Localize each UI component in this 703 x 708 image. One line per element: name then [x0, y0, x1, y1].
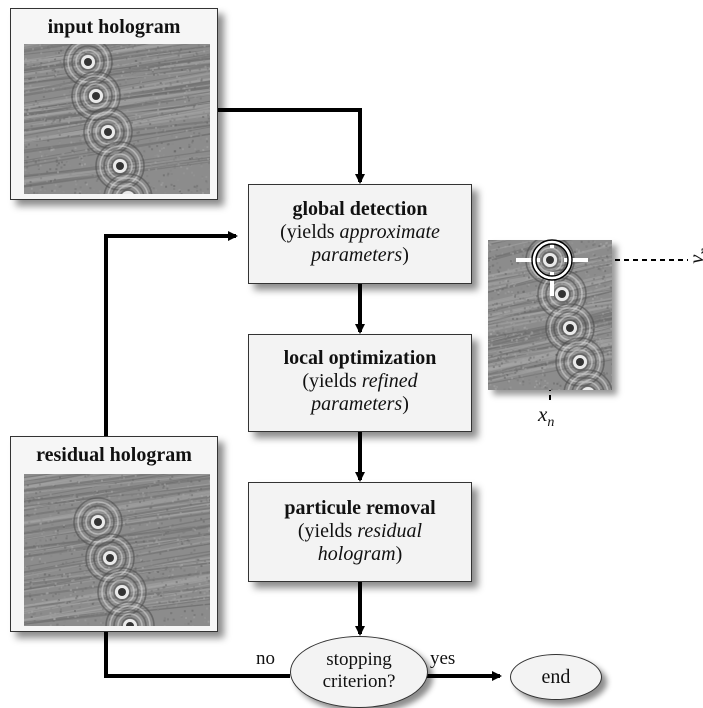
yes-label: yes [430, 648, 456, 669]
detected-particle-render [488, 240, 612, 390]
y-coordinate-label: yn [684, 248, 703, 264]
residual-hologram-title: residual hologram [36, 444, 192, 466]
global-detection-line2-emph: parameters [311, 244, 403, 266]
x-coordinate-label: xn [538, 402, 554, 431]
input-hologram-render [24, 44, 210, 194]
x-coordinate-sub: n [547, 415, 555, 431]
global-detection-line2-text: ) [402, 244, 409, 266]
global-detection-line1: (yields approximate [249, 221, 471, 244]
global-detection-line1-text: (yields [280, 221, 340, 243]
end-label: end [541, 666, 571, 688]
local-optimization-line2-text: ) [402, 393, 409, 415]
global-detection-line2: parameters) [249, 244, 471, 267]
particle-removal-line1-emph: residual [357, 520, 423, 542]
no-label: no [256, 648, 275, 669]
particle-removal-line1-text: (yields [297, 520, 358, 542]
particle-removal-line2-emph: hologram [317, 543, 396, 565]
particle-removal-line1: (yields residual [249, 520, 471, 543]
particle-removal-line2-text: ) [395, 543, 403, 565]
y-coordinate-sub: n [697, 248, 703, 255]
local-optimization-line2: parameters) [249, 393, 471, 416]
input-hologram-title: input hologram [47, 16, 181, 38]
local-optimization-title: local optimization [283, 347, 437, 369]
particle-removal-box: particule removal (yields residual holog… [248, 482, 472, 582]
stopping-line2: criterion? [322, 671, 396, 692]
stopping-line1: stopping [326, 649, 392, 670]
detected-particle-image [488, 240, 612, 390]
end-node: end [510, 654, 602, 700]
local-optimization-line1: (yields refined [249, 370, 471, 393]
local-optimization-line2-emph: parameters [311, 393, 403, 415]
residual-hologram-image [24, 474, 210, 626]
particle-removal-line2: hologram) [249, 543, 471, 566]
residual-hologram-render [24, 474, 210, 626]
local-optimization-line1-text: (yields [302, 370, 362, 392]
arrow-residual-to-global [104, 231, 238, 436]
global-detection-line1-emph: approximate [339, 221, 440, 243]
crosshair-icon [516, 224, 588, 296]
stopping-criterion-node: stopping criterion? [290, 636, 428, 708]
local-optimization-line1-emph: refined [361, 370, 418, 392]
global-detection-box: global detection (yields approximate par… [248, 184, 472, 284]
y-coordinate-main: y [684, 255, 703, 264]
global-detection-title: global detection [292, 198, 428, 220]
particle-removal-title: particule removal [284, 497, 436, 519]
input-hologram-image [24, 44, 210, 194]
arrow-input-to-global [218, 108, 365, 184]
x-coordinate-main: x [538, 402, 548, 426]
local-optimization-box: local optimization (yields refined param… [248, 334, 472, 432]
